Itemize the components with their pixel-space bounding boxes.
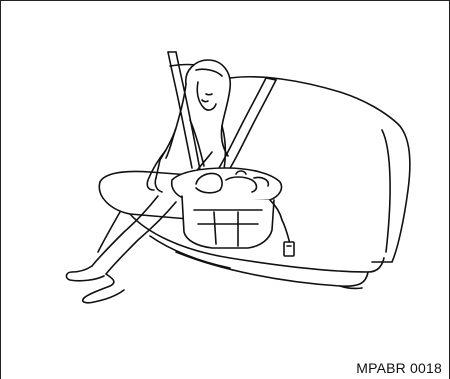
figure-code-label: MPABR 0018 <box>356 360 442 376</box>
infant-carrier <box>172 168 282 248</box>
